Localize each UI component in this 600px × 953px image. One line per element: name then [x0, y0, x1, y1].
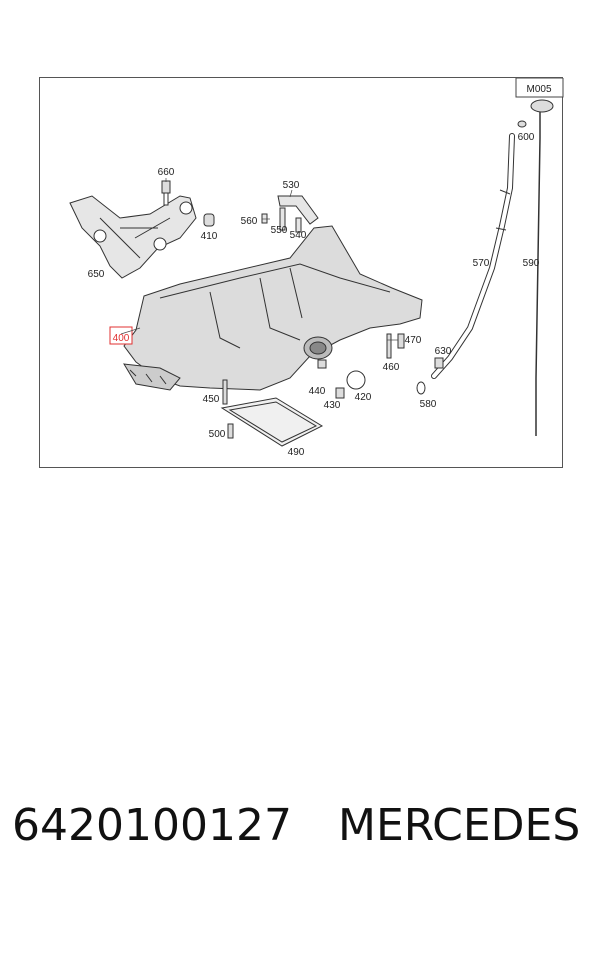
bracket-530: [261, 195, 319, 233]
cover-490: [220, 397, 324, 447]
drain-plug-parts: [317, 359, 366, 399]
mount-bracket-650: [69, 195, 197, 279]
label-580: 580: [420, 399, 437, 410]
label-500: 500: [209, 429, 226, 440]
callout-labels: 600 660 530 560 550 540 410 650 570 590 …: [88, 132, 540, 458]
label-600: 600: [518, 132, 535, 143]
highlight-box-400: [109, 326, 133, 345]
label-560: 560: [241, 216, 258, 227]
parts-diagram: M005: [39, 77, 564, 468]
label-460: 460: [383, 362, 400, 373]
label-550: 550: [271, 225, 288, 236]
bolt-660: [161, 180, 171, 206]
part-number: 6420100127: [12, 800, 292, 851]
label-400: 400: [113, 333, 130, 344]
label-490: 490: [288, 447, 305, 458]
label-530: 530: [283, 180, 300, 191]
label-450: 450: [203, 394, 220, 405]
oil-pan-400: [123, 225, 423, 391]
bolts-460-470: [386, 333, 405, 359]
label-650: 650: [88, 269, 105, 280]
label-470: 470: [405, 335, 422, 346]
label-440: 440: [309, 386, 326, 397]
label-630: 630: [435, 346, 452, 357]
label-590: 590: [523, 258, 540, 269]
leader-lines: [120, 178, 398, 341]
footer: 6420100127 MERCEDES: [0, 800, 600, 860]
bushing-410: [203, 213, 215, 227]
diagram-code: M005: [526, 84, 551, 95]
brand-name: MERCEDES: [338, 800, 581, 851]
label-420: 420: [355, 392, 372, 403]
seal-580: [416, 381, 426, 395]
seal-600: [517, 120, 527, 128]
label-570: 570: [473, 258, 490, 269]
bolt-500: [227, 423, 234, 439]
label-540: 540: [290, 230, 307, 241]
label-660: 660: [158, 167, 175, 178]
dipstick-590: [530, 99, 554, 436]
exploded-view: M005: [69, 78, 564, 458]
label-410: 410: [201, 231, 218, 242]
o-ring-630: [434, 357, 444, 369]
code-box: [515, 78, 564, 98]
dipstick-tube-570: [431, 133, 515, 379]
bolt-450: [222, 379, 228, 405]
label-430: 430: [324, 400, 341, 411]
